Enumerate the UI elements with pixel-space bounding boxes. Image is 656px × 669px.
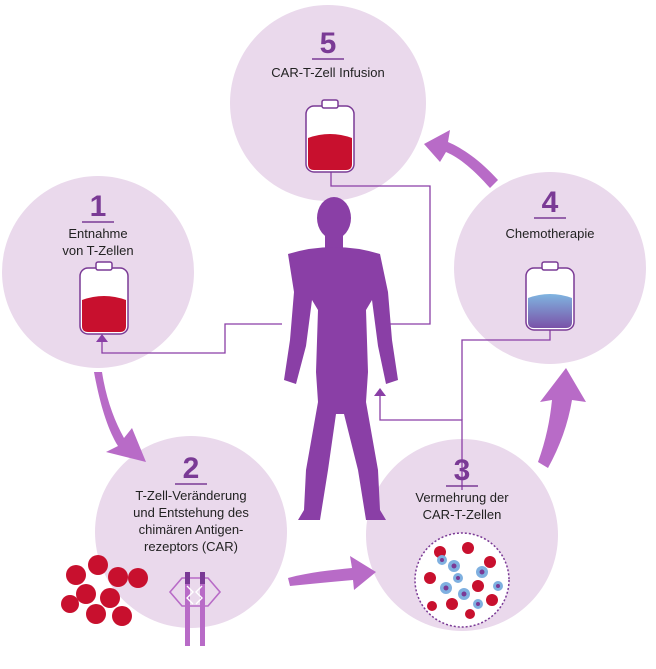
- line-dish-to-person: [379, 394, 463, 490]
- chemo-bag-icon: [525, 261, 575, 331]
- blood-bag-icon: [79, 261, 129, 335]
- line-person-to-bag-1: [101, 323, 282, 354]
- arrow-1-to-2-icon: [94, 372, 146, 462]
- step-1-number: 1: [90, 190, 107, 223]
- infusion-bag-icon: [305, 99, 355, 173]
- cycle-arrows: [94, 130, 586, 590]
- step-3-label-line-1: Vermehrung der: [415, 490, 509, 505]
- step-2-text: 2 T-Zell-Veränderung und Entstehung des …: [133, 452, 249, 554]
- line-bag-4-to-dish: [461, 330, 551, 420]
- step-1-label-line-2: von T-Zellen: [62, 243, 133, 258]
- step-2-number: 2: [183, 452, 200, 485]
- step-5-label-line-1: CAR-T-Zell Infusion: [271, 65, 384, 80]
- human-silhouette: [284, 197, 398, 520]
- arrow-2-to-3-icon: [288, 556, 376, 590]
- arrow-3-to-4-icon: [538, 368, 586, 468]
- red-blood-cells-icon: [61, 555, 148, 626]
- step-3-text: 3 Vermehrung der CAR-T-Zellen: [415, 454, 509, 522]
- cell-culture-dish-icon: [414, 532, 510, 628]
- step-2-label-line-2: und Entstehung des: [133, 505, 249, 520]
- step-5-text: 5 CAR-T-Zell Infusion: [271, 27, 384, 80]
- step-2-label-line-4: rezeptors (CAR): [144, 539, 238, 554]
- step-2-label-line-1: T-Zell-Veränderung: [135, 488, 246, 503]
- step-4-label-line-1: Chemotherapie: [506, 226, 595, 241]
- step-4-text: 4 Chemotherapie: [506, 186, 595, 241]
- step-1-text: 1 Entnahme von T-Zellen: [62, 190, 133, 258]
- step-3-label-line-2: CAR-T-Zellen: [423, 507, 502, 522]
- step-3-number: 3: [454, 454, 471, 487]
- connector-lines: [101, 172, 551, 490]
- line-bag-5-to-person: [330, 172, 431, 325]
- arrowhead-up-to-person-icon: [374, 388, 386, 396]
- car-receptor-icon: [168, 572, 222, 646]
- step-5-number: 5: [320, 27, 337, 60]
- step-4-number: 4: [542, 186, 559, 219]
- arrow-4-to-5-icon: [424, 130, 498, 188]
- step-1-label-line-1: Entnahme: [68, 226, 127, 241]
- arrowhead-to-bag-1-icon: [96, 334, 108, 342]
- step-2-label-line-3: chimären Antigen-: [139, 522, 244, 537]
